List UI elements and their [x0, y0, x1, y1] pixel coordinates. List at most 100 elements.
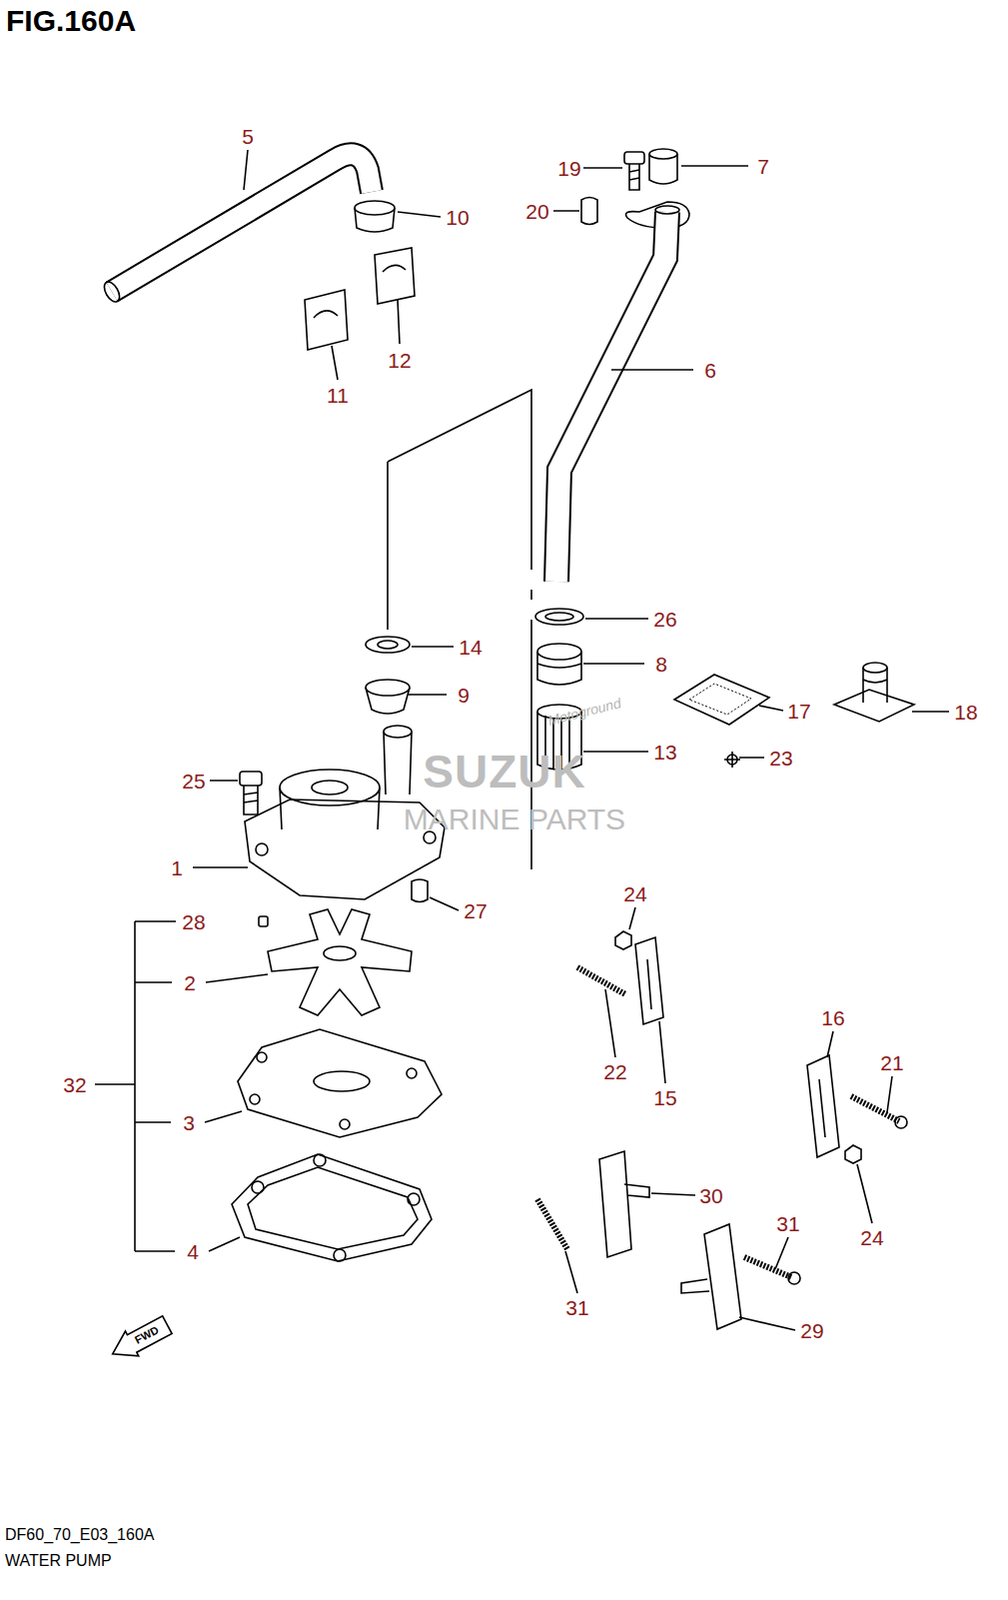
hole	[249, 1093, 260, 1104]
callout-number: 31	[565, 1296, 589, 1318]
figure-title: FIG.160A	[5, 5, 136, 36]
pump-case-hub	[311, 780, 348, 795]
ring	[377, 640, 398, 649]
ring	[535, 608, 584, 625]
callout-number: 23	[769, 747, 793, 769]
leader-line	[192, 149, 950, 1330]
key	[258, 916, 268, 927]
callout-number: 16	[821, 1007, 845, 1028]
callout-number: 21	[880, 1051, 904, 1073]
clip	[374, 247, 415, 304]
plate	[674, 674, 770, 725]
callout-number: 25	[181, 770, 205, 792]
hole	[251, 1180, 264, 1193]
callout-number: 2	[183, 972, 196, 994]
callout-number: 19	[557, 157, 581, 179]
callout-number: 12	[387, 349, 411, 371]
grommet	[537, 643, 582, 660]
hole	[255, 843, 268, 856]
cap	[649, 153, 678, 184]
callout-number: 26	[653, 608, 677, 630]
nut	[615, 931, 632, 950]
watermark: SUZUK	[422, 748, 586, 795]
pipe-fill	[556, 211, 668, 582]
callout-number: 6	[704, 359, 717, 381]
clamp-block	[635, 937, 664, 1024]
callout-number: 24	[860, 1226, 884, 1248]
callout-number: 13	[653, 741, 677, 763]
nut	[845, 1144, 862, 1163]
gasket	[247, 1166, 418, 1249]
holder	[681, 1223, 742, 1329]
screw	[851, 1095, 900, 1121]
bolt	[624, 151, 645, 164]
callout-number: 10	[445, 206, 469, 228]
callout-number: 29	[800, 1319, 824, 1341]
grommet	[537, 651, 582, 685]
pump-outlet	[383, 731, 412, 795]
pump-case-top	[279, 769, 380, 806]
grommet	[354, 207, 395, 232]
impeller	[267, 909, 412, 1015]
pin	[411, 879, 428, 903]
bushing	[365, 687, 410, 714]
pump-outlet	[383, 725, 412, 738]
callout-number: 4	[186, 1240, 199, 1262]
ring	[365, 636, 410, 653]
screw-head	[788, 1271, 801, 1284]
assembly-line	[387, 389, 532, 870]
pipe	[556, 211, 668, 582]
group-bracket	[94, 921, 176, 1251]
callout-number: 27	[463, 900, 487, 922]
gasket	[231, 1153, 432, 1261]
callout-number: 14	[458, 636, 482, 658]
grommet	[354, 200, 395, 215]
callout-number: 18	[954, 701, 978, 723]
callout-number: 5	[241, 125, 254, 147]
hole	[339, 1118, 350, 1129]
callout-number: 24	[623, 883, 647, 905]
fitting-base	[834, 689, 915, 722]
callout-number: 1	[170, 857, 183, 879]
hole	[313, 1153, 326, 1166]
callout-number: 3	[182, 1111, 195, 1133]
hole	[406, 1067, 417, 1078]
hole	[333, 1248, 346, 1261]
hole	[407, 1192, 420, 1205]
callout-number: 8	[655, 653, 668, 675]
bushing	[365, 679, 410, 696]
bolt	[239, 771, 262, 786]
callout-number: 28	[181, 911, 205, 933]
fitting	[863, 662, 888, 673]
screw	[537, 1198, 568, 1249]
hose-end	[100, 278, 122, 304]
bolt	[629, 163, 640, 190]
clip	[304, 289, 348, 350]
screen	[689, 683, 752, 715]
figure-caption: WATER PUMP	[4, 1552, 112, 1569]
callout-number: 7	[757, 155, 770, 177]
bolt	[243, 785, 258, 815]
hose	[111, 153, 372, 292]
direction-arrow	[112, 1315, 172, 1356]
plate	[237, 1028, 442, 1137]
callout-number: 17	[787, 700, 811, 722]
plate-hole	[313, 1070, 370, 1091]
cap	[649, 148, 678, 159]
callout-number: 31	[776, 1212, 800, 1234]
holder	[599, 1150, 650, 1257]
fitting	[863, 667, 888, 703]
callout-number: 15	[653, 1086, 677, 1108]
hole	[256, 1051, 267, 1062]
drawing-code: DF60_70_E03_160A	[4, 1526, 154, 1543]
callout-number: 30	[699, 1184, 723, 1206]
watermark: MARINE PARTS	[403, 804, 626, 835]
screw	[577, 967, 626, 995]
screw-head	[895, 1115, 908, 1128]
callout-number: 9	[457, 684, 470, 706]
ring	[545, 612, 574, 621]
pipe-end	[655, 205, 680, 214]
clamp-block	[807, 1054, 840, 1157]
screw	[744, 1256, 792, 1277]
